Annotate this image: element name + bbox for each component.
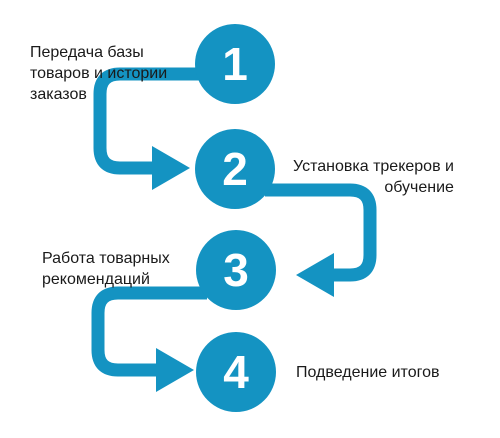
- step-number-3: 3: [223, 244, 249, 296]
- step-label-1: Передача базы товаров и истории заказов: [30, 44, 168, 103]
- arrowhead-left-icon: [296, 253, 334, 297]
- connector-1-2: [93, 67, 205, 175]
- step-label-2: Установка трекеров и обучение: [293, 158, 454, 196]
- step-circle-3: [196, 230, 276, 310]
- step-circle-4: [196, 332, 276, 412]
- connector-3-4: [91, 286, 207, 377]
- connector-2-3: [265, 183, 377, 282]
- step-circle-1: [195, 24, 275, 104]
- step-number-1: 1: [222, 38, 248, 90]
- step-circle-2: [195, 129, 275, 209]
- step-number-2: 2: [222, 143, 248, 195]
- arrowhead-right-icon: [152, 146, 190, 190]
- step-number-4: 4: [223, 346, 249, 398]
- arrowhead-right-icon: [156, 348, 194, 392]
- step-label-4: Подведение итогов: [296, 364, 440, 381]
- step-label-3: Работа товарных рекомендаций: [42, 250, 170, 288]
